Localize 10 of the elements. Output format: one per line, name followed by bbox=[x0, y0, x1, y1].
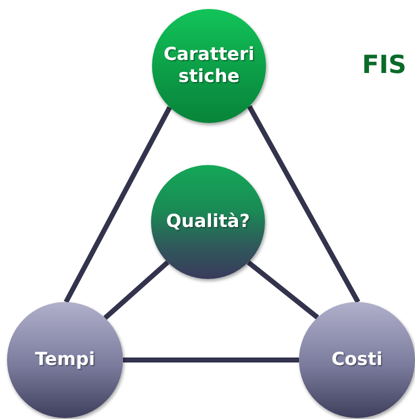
connector-line bbox=[247, 105, 360, 304]
node-label: Qualità? bbox=[165, 211, 251, 233]
connector-line bbox=[64, 106, 172, 304]
heading-text: FIS bbox=[362, 50, 406, 79]
node-label: Tempi bbox=[34, 349, 96, 371]
connector-line bbox=[103, 260, 170, 320]
node-label: Caratteri stiche bbox=[162, 44, 256, 88]
node-label: Costi bbox=[330, 349, 384, 371]
connector-line bbox=[123, 358, 299, 362]
connector-line bbox=[246, 260, 320, 320]
